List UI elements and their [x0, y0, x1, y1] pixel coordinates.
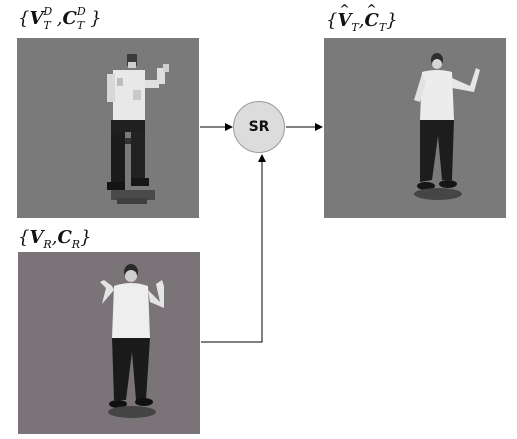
reference-input-label: {VR,CR}	[18, 227, 92, 251]
sr-node-label: SR	[248, 119, 270, 135]
depth-input-image	[17, 38, 199, 218]
output-image	[324, 38, 506, 218]
reference-image	[18, 252, 200, 434]
output-label: {VT,CT}	[326, 3, 398, 33]
arrow-reference-to-sr	[201, 154, 266, 343]
sr-node: SR	[233, 101, 285, 153]
